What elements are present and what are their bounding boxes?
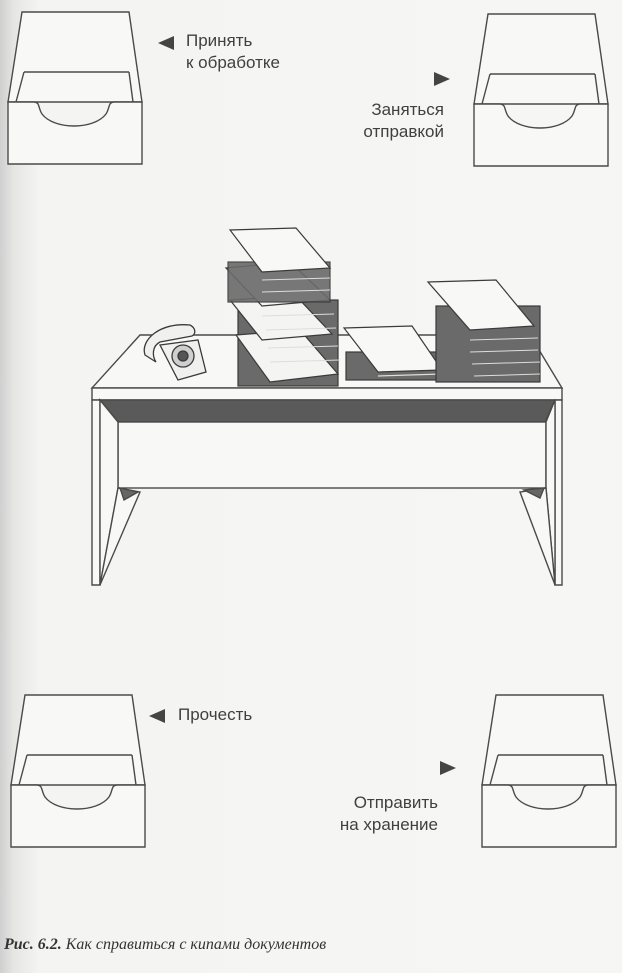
caption-prefix: Рис. 6.2.	[4, 936, 62, 953]
label-line: Принять	[186, 31, 253, 50]
caption-text: Как справиться с кипами документов	[65, 936, 327, 953]
label-archive: Отправить на хранение	[318, 792, 438, 836]
tall-document-stack	[224, 227, 341, 387]
label-dispatch: Заняться отправкой	[330, 99, 444, 143]
arrow-left-icon	[149, 709, 165, 723]
medium-document-stack	[426, 279, 541, 383]
label-accept: Принять к обработке	[186, 30, 280, 74]
telephone	[143, 324, 207, 381]
label-line: Заняться	[371, 100, 444, 119]
arrow-right-icon	[434, 72, 450, 86]
arrow-left-icon	[158, 36, 174, 50]
desk	[90, 334, 564, 586]
tray-top-left	[7, 11, 143, 165]
tray-bottom-left	[10, 694, 146, 848]
label-line: на хранение	[339, 815, 438, 834]
label-read: Прочесть	[178, 704, 252, 726]
label-line: Прочесть	[178, 705, 253, 724]
figure-caption: Рис. 6.2. Как справиться с кипами докуме…	[4, 936, 326, 954]
small-document-stack	[342, 325, 444, 381]
tray-bottom-right	[481, 694, 617, 848]
label-line: Отправить	[353, 793, 438, 812]
label-line: к обработке	[186, 53, 280, 72]
label-line: отправкой	[363, 122, 444, 141]
tray-top-right	[473, 13, 609, 167]
arrow-right-icon	[440, 761, 456, 775]
